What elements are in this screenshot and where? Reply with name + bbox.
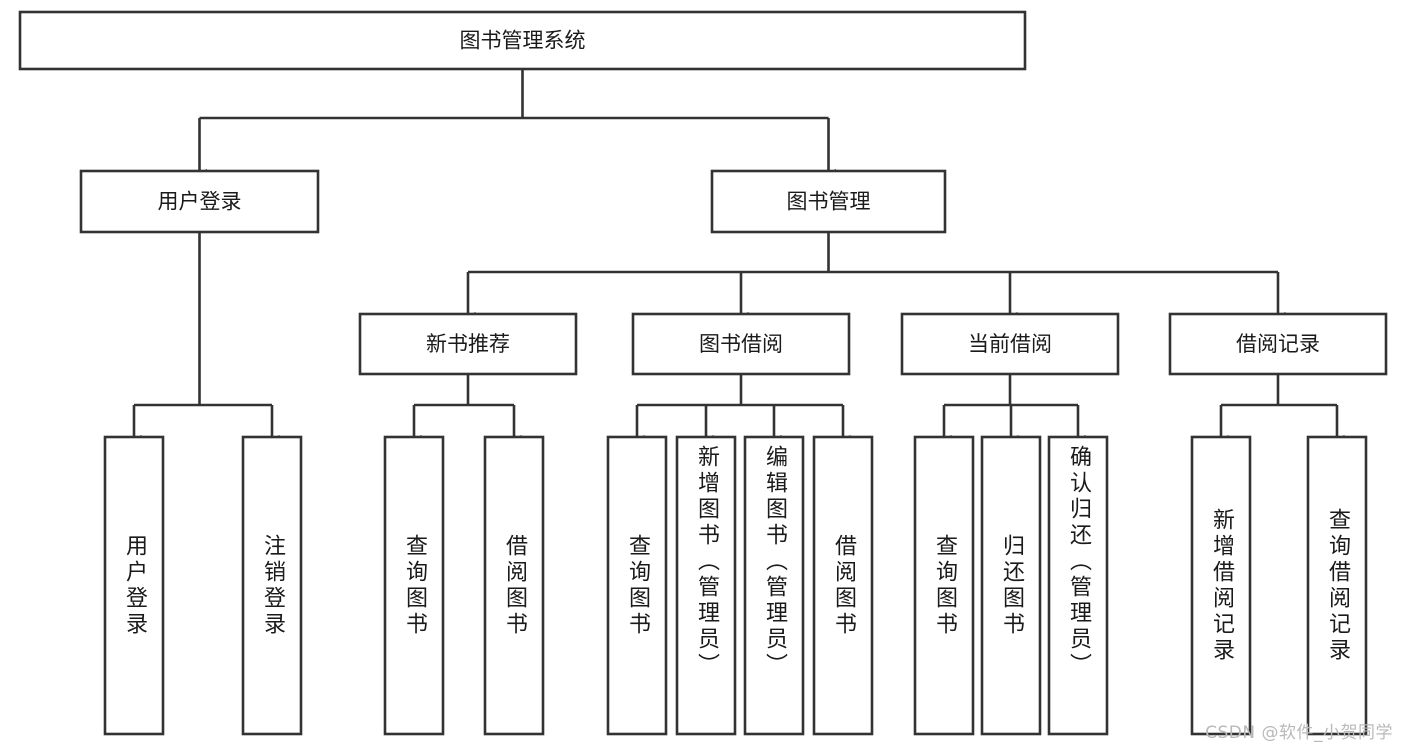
node-label: 图书借阅: [699, 332, 783, 356]
node-label: 新书推荐: [426, 332, 510, 356]
node-leaf12[interactable]: [1190, 435, 1252, 736]
node-box[interactable]: [1047, 435, 1109, 736]
node-leaf7[interactable]: [743, 435, 805, 736]
node-label: 借阅记录: [1236, 332, 1320, 356]
connector-lines: [126, 69, 1345, 448]
node-root[interactable]: 图书管理系统: [18, 10, 1027, 71]
node-login[interactable]: 用户登录: [79, 169, 320, 234]
node-box[interactable]: [631, 312, 851, 376]
node-box[interactable]: [900, 312, 1120, 376]
node-box[interactable]: [606, 435, 668, 736]
node-box[interactable]: [383, 435, 445, 736]
node-box[interactable]: [812, 435, 874, 736]
node-leaf3[interactable]: [383, 435, 445, 736]
node-box[interactable]: [483, 435, 545, 736]
node-box[interactable]: [358, 312, 578, 376]
node-box[interactable]: [18, 10, 1027, 71]
node-label: 图书管理: [787, 190, 871, 214]
node-box[interactable]: [743, 435, 805, 736]
node-leaf2[interactable]: [241, 435, 303, 736]
node-bookmgmt[interactable]: 图书管理: [710, 169, 947, 234]
node-borrow[interactable]: 图书借阅: [631, 312, 851, 376]
node-leaf8[interactable]: [812, 435, 874, 736]
node-leaf11[interactable]: [1047, 435, 1109, 736]
node-label: 当前借阅: [968, 332, 1052, 356]
node-box[interactable]: [241, 435, 303, 736]
node-box[interactable]: [79, 169, 320, 234]
node-box[interactable]: [675, 435, 737, 736]
node-leaf13[interactable]: [1306, 435, 1368, 736]
node-box[interactable]: [1190, 435, 1252, 736]
node-leaf5[interactable]: [606, 435, 668, 736]
node-leaf4[interactable]: [483, 435, 545, 736]
node-box[interactable]: [1306, 435, 1368, 736]
node-newbook[interactable]: 新书推荐: [358, 312, 578, 376]
node-label: 用户登录: [158, 190, 242, 214]
node-leaf6[interactable]: [675, 435, 737, 736]
node-current[interactable]: 当前借阅: [900, 312, 1120, 376]
node-records[interactable]: 借阅记录: [1168, 312, 1388, 376]
node-box[interactable]: [710, 169, 947, 234]
node-leaf10[interactable]: [980, 435, 1042, 736]
node-box[interactable]: [1168, 312, 1388, 376]
watermark-text: CSDN @软件_小贺同学: [1205, 723, 1393, 743]
node-leaf1[interactable]: [103, 435, 165, 736]
node-box[interactable]: [103, 435, 165, 736]
node-label: 图书管理系统: [460, 29, 586, 53]
node-box[interactable]: [980, 435, 1042, 736]
node-leaf9[interactable]: [913, 435, 975, 736]
node-box[interactable]: [913, 435, 975, 736]
